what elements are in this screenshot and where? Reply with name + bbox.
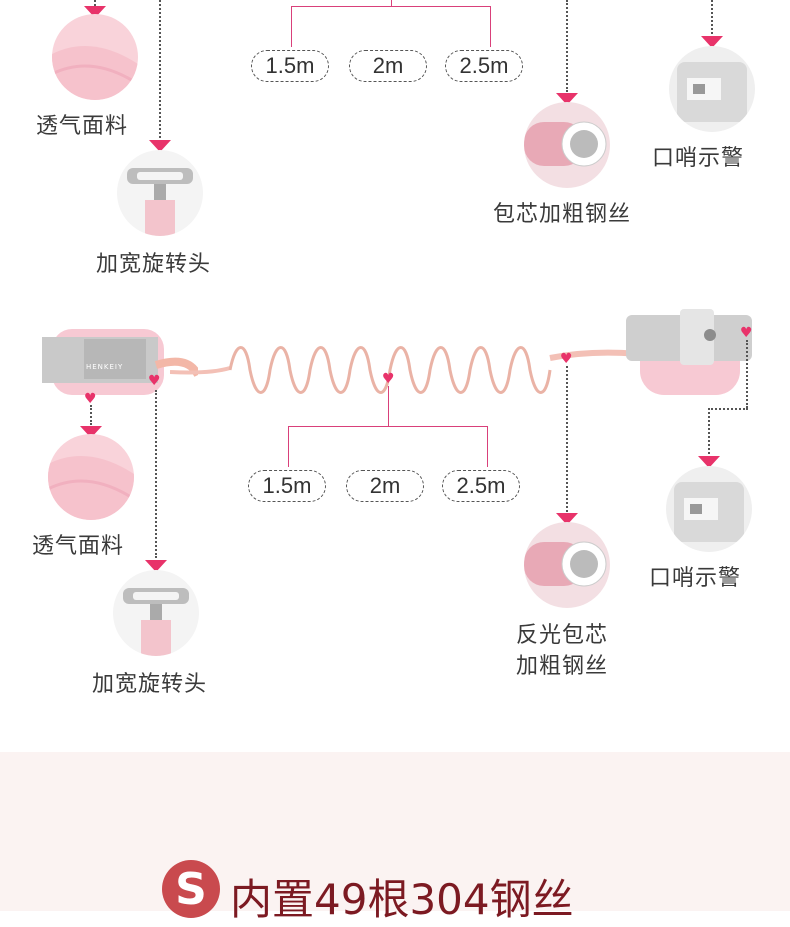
fabric-image <box>52 14 138 100</box>
length-option: 2m <box>349 50 427 82</box>
wire-label: 包芯加粗钢丝 <box>493 202 632 227</box>
pointer-marker <box>698 456 720 468</box>
leader-line <box>746 340 748 408</box>
length-option: 1.5m <box>251 50 329 82</box>
leader-line <box>566 0 568 92</box>
leader-line <box>711 0 713 34</box>
swivel-label: 加宽旋转头 <box>96 252 212 277</box>
whistle-label: 口哨示警 <box>652 146 745 171</box>
heart-marker-icon: ♥ <box>84 391 97 407</box>
fabric-image <box>48 434 134 520</box>
wrist-strap-right-icon <box>626 309 752 395</box>
section-badge: S <box>162 860 220 918</box>
leader-line <box>90 405 92 425</box>
wire-core-icon <box>524 541 607 587</box>
heart-marker-icon: ♥ <box>382 371 395 387</box>
length-bracket <box>288 426 488 467</box>
length-option: 2.5m <box>442 470 520 502</box>
feature-banner <box>0 752 790 911</box>
wire-image <box>524 522 610 608</box>
length-option: 2m <box>346 470 424 502</box>
swivel-label: 加宽旋转头 <box>92 672 208 697</box>
wire-image <box>524 102 610 188</box>
brand-logo-text: HENKEIY <box>86 363 124 371</box>
leader-line <box>159 0 161 138</box>
length-option: 2.5m <box>445 50 523 82</box>
wire-core-icon <box>524 121 607 167</box>
fabric-label: 透气面料 <box>36 114 129 139</box>
whistle-image <box>669 46 755 132</box>
pointer-marker <box>149 140 171 152</box>
wire-label-line2: 加粗钢丝 <box>516 654 609 679</box>
swivel-image <box>113 570 199 656</box>
whistle-icon <box>674 482 744 542</box>
heart-marker-icon: ♥ <box>740 325 753 341</box>
wrist-strap-left-icon <box>42 329 198 395</box>
fabric-swatch-icon <box>48 456 134 520</box>
swivel-hook-icon <box>123 588 189 656</box>
leader-line <box>708 408 748 410</box>
fabric-swatch-icon <box>52 46 138 100</box>
leader-line <box>566 366 568 512</box>
whistle-image <box>666 466 752 552</box>
bracket-stem <box>388 386 389 426</box>
fabric-label: 透气面料 <box>32 534 125 559</box>
swivel-hook-icon <box>127 168 193 236</box>
swivel-image <box>117 150 203 236</box>
leader-line <box>94 0 96 6</box>
length-option: 1.5m <box>248 470 326 502</box>
pointer-marker <box>701 36 723 48</box>
whistle-label: 口哨示警 <box>649 566 742 591</box>
pointer-marker <box>145 560 167 572</box>
bracket-stem <box>391 0 392 6</box>
feature-title: 内置49根304钢丝 <box>230 875 574 924</box>
leader-line <box>708 408 710 454</box>
heart-marker-icon: ♥ <box>560 351 573 367</box>
wire-label-line1: 反光包芯 <box>516 623 609 648</box>
leader-line <box>155 390 157 558</box>
heart-marker-icon: ♥ <box>148 373 161 389</box>
length-bracket <box>291 6 491 47</box>
whistle-icon <box>677 62 747 122</box>
